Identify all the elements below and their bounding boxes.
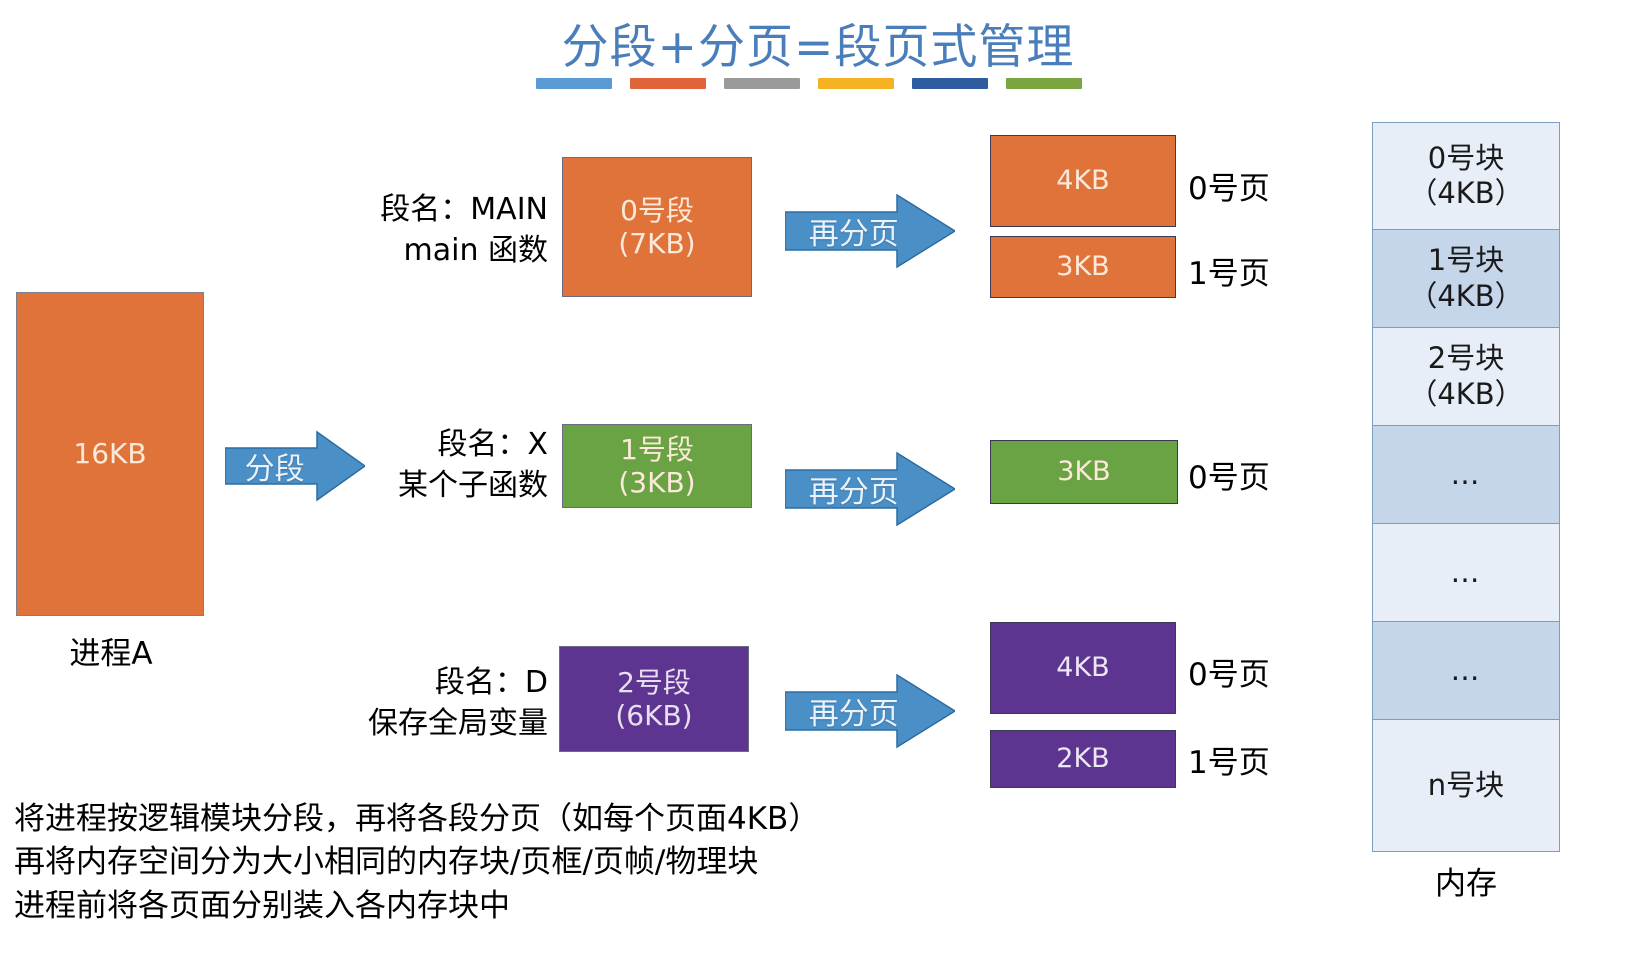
segment-1-page-0-box: 3KB: [990, 440, 1178, 504]
memory-row: …: [1373, 426, 1559, 524]
title-bar-dark-blue: [912, 78, 988, 89]
segment-0-page-1-label: 1号页: [1188, 256, 1270, 292]
segment-1-name: 段名：X 某个子函数: [300, 425, 548, 506]
memory-row: 1号块 （4KB）: [1373, 230, 1559, 328]
memory-row-line1: …: [1450, 554, 1482, 589]
memory-blocks-table: 0号块 （4KB） 1号块 （4KB） 2号块 （4KB） … … … n号块: [1372, 122, 1560, 852]
memory-row-line1: …: [1450, 652, 1482, 687]
title-decoration-bars: [536, 78, 1082, 91]
footer-caption: 将进程按逻辑模块分段，再将各段分页（如每个页面4KB） 再将内存空间分为大小相同…: [14, 798, 974, 928]
segment-1-paging-arrow: 再分页: [785, 450, 955, 528]
segment-0-page-1-size: 3KB: [1056, 251, 1110, 283]
memory-row: 2号块 （4KB）: [1373, 328, 1559, 426]
segment-0-box-line1: 0号段: [620, 193, 694, 227]
segment-2-name: 段名：D 保存全局变量: [292, 663, 548, 744]
segment-1-page-0-size: 3KB: [1057, 456, 1111, 488]
segment-2-box-line2: (6KB): [615, 699, 693, 732]
memory-row-line2: （4KB）: [1408, 176, 1524, 210]
segment-1-box-line2: (3KB): [618, 466, 696, 499]
segment-0-page-0-label: 0号页: [1188, 171, 1270, 207]
page-title: 分段+分页=段页式管理: [561, 20, 1075, 75]
segment-2-box: 2号段 (6KB): [559, 646, 749, 752]
segment-2-page-1-box: 2KB: [990, 730, 1176, 788]
segment-0-name-line1: 段名：MAIN: [380, 192, 548, 227]
segment-2-name-line2: 保存全局变量: [368, 705, 548, 741]
segment-0-name: 段名：MAIN main 函数: [300, 190, 548, 271]
segment-2-page-0-size: 4KB: [1056, 652, 1110, 684]
segmentation-arrow-label: 分段: [244, 452, 305, 487]
process-a-box: 16KB: [16, 292, 204, 616]
footer-caption-line1: 将进程按逻辑模块分段，再将各段分页（如每个页面4KB）: [14, 801, 820, 837]
title-bar-gray: [724, 78, 800, 89]
segment-2-page-0-label: 0号页: [1188, 657, 1270, 693]
memory-caption: 内存: [1435, 866, 1497, 902]
title-bar-orange: [630, 78, 706, 89]
memory-row-line2: （4KB）: [1408, 278, 1524, 313]
memory-row: n号块: [1373, 720, 1559, 851]
title-bar-light-blue: [536, 78, 612, 89]
segment-0-box: 0号段 (7KB): [562, 157, 752, 297]
memory-row-line1: 0号块: [1427, 140, 1505, 175]
segment-0-name-line2: main 函数: [403, 232, 549, 268]
segment-2-paging-arrow-label: 再分页: [808, 697, 899, 732]
memory-row-line1: 1号块: [1427, 243, 1505, 278]
process-a-caption: 进程A: [69, 636, 153, 672]
memory-row: 0号块 （4KB）: [1373, 123, 1559, 230]
segment-2-page-1-size: 2KB: [1056, 743, 1110, 775]
memory-row: …: [1373, 524, 1559, 622]
memory-row-line1: 2号块: [1427, 341, 1505, 376]
process-a-size: 16KB: [73, 437, 147, 471]
segment-1-box: 1号段 (3KB): [562, 424, 752, 508]
segment-2-name-line1: 段名：D: [434, 665, 548, 700]
memory-row-line1: n号块: [1427, 767, 1505, 802]
footer-caption-line3: 进程前将各页面分别装入各内存块中: [14, 887, 510, 924]
segment-0-paging-arrow-label: 再分页: [808, 217, 899, 252]
segment-0-page-0-box: 4KB: [990, 135, 1176, 227]
title-bar-green: [1006, 78, 1082, 89]
segment-1-paging-arrow-label: 再分页: [808, 475, 899, 510]
memory-row: …: [1373, 622, 1559, 720]
segment-2-page-1-label: 1号页: [1188, 745, 1270, 781]
segment-1-name-line1: 段名：X: [437, 427, 548, 462]
segmentation-arrow: 分段: [225, 430, 365, 502]
segment-2-box-line1: 2号段: [617, 665, 691, 699]
segment-1-name-line2: 某个子函数: [398, 467, 548, 503]
segment-1-page-0-label: 0号页: [1188, 460, 1270, 496]
footer-caption-line2: 再将内存空间分为大小相同的内存块/页框/页帧/物理块: [14, 844, 759, 881]
segment-0-page-0-size: 4KB: [1056, 165, 1110, 197]
memory-row-line2: （4KB）: [1408, 376, 1524, 411]
segment-0-paging-arrow: 再分页: [785, 192, 955, 270]
segment-0-page-1-box: 3KB: [990, 236, 1176, 298]
memory-row-line1: …: [1450, 456, 1482, 491]
segment-2-paging-arrow: 再分页: [785, 672, 955, 750]
segment-2-page-0-box: 4KB: [990, 622, 1176, 714]
segment-0-box-line2: (7KB): [618, 227, 696, 260]
title-bar-amber: [818, 78, 894, 89]
segment-1-box-line1: 1号段: [620, 432, 694, 466]
